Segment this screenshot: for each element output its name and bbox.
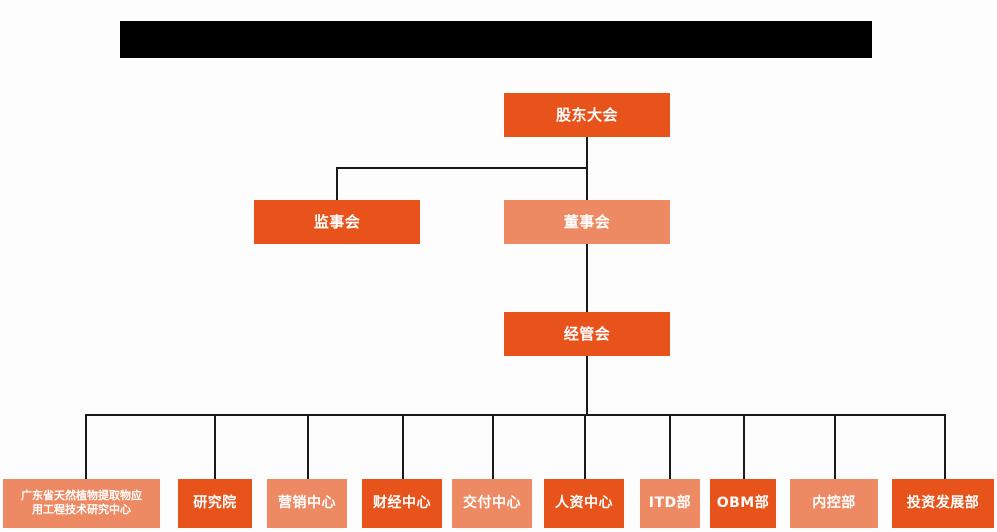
org-node-hr-center[interactable]: 人资中心: [544, 479, 624, 528]
org-node-board-of-supervisors[interactable]: 监事会: [254, 200, 420, 244]
connector-management-down: [586, 356, 588, 415]
org-node-marketing-center[interactable]: 营销中心: [267, 479, 347, 528]
connector-bus-level2: [336, 167, 587, 169]
org-node-obm-department[interactable]: OBM部: [710, 479, 776, 528]
connector-to-hr-center: [584, 414, 586, 480]
connector-to-marketing-center: [307, 414, 309, 480]
connector-to-obm-dept: [743, 414, 745, 480]
org-node-finance-center[interactable]: 财经中心: [362, 479, 442, 528]
connector-to-supervisors: [336, 167, 338, 201]
connector-to-investment-dev: [944, 414, 946, 480]
org-node-shareholders-meeting[interactable]: 股东大会: [504, 93, 670, 137]
connector-to-research-academy: [214, 414, 216, 480]
org-node-research-academy[interactable]: 研究院: [178, 479, 252, 528]
org-node-management-committee[interactable]: 经管会: [504, 312, 670, 356]
connector-to-delivery-center: [492, 414, 494, 480]
connector-to-directors: [586, 167, 588, 201]
connector-to-finance-center: [402, 414, 404, 480]
org-node-board-of-directors[interactable]: 董事会: [504, 200, 670, 244]
org-node-internal-control-department[interactable]: 内控部: [790, 479, 878, 528]
org-node-delivery-center[interactable]: 交付中心: [452, 479, 532, 528]
org-node-investment-development-department[interactable]: 投资发展部: [892, 479, 994, 528]
org-node-research-center[interactable]: 广东省天然植物提取物应 用工程技术研究中心: [3, 479, 160, 528]
connector-directors-to-management: [586, 243, 588, 313]
redacted-title-bar: [120, 21, 872, 58]
org-node-research-center-line1: 广东省天然植物提取物应: [21, 489, 142, 502]
connector-shareholders-down: [586, 137, 588, 169]
org-node-itd-department[interactable]: ITD部: [640, 479, 700, 528]
connector-to-itd-dept: [669, 414, 671, 480]
org-node-research-center-line2: 用工程技术研究中心: [32, 502, 131, 516]
connector-to-internal-control: [834, 414, 836, 480]
connector-bus-departments: [85, 414, 945, 416]
connector-to-research-center: [85, 414, 87, 480]
